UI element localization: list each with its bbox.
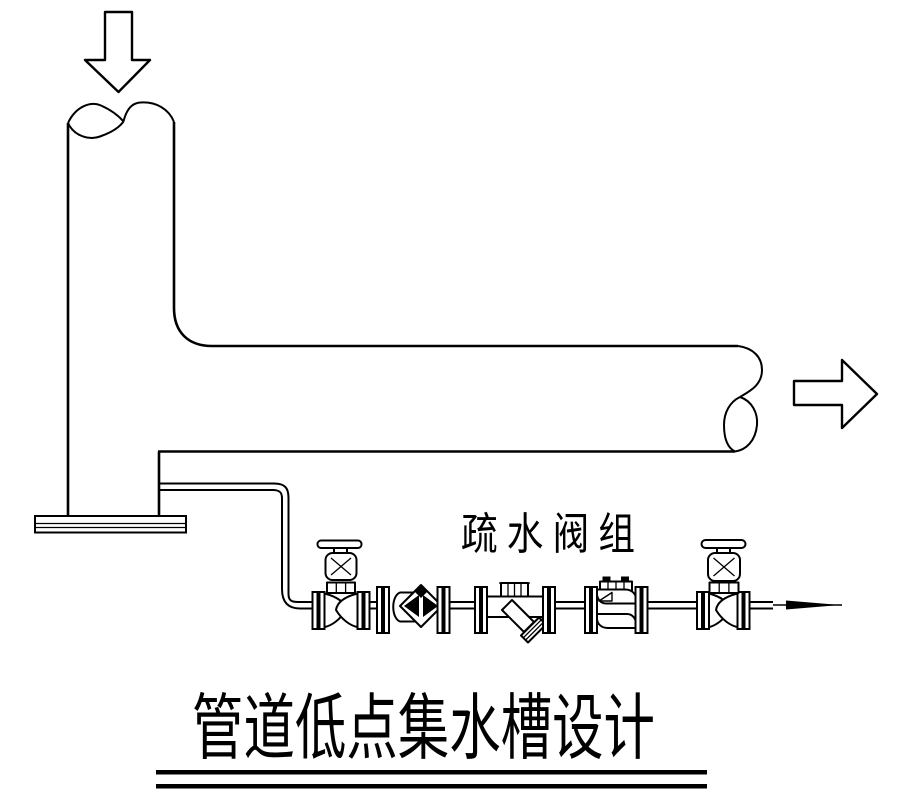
drain-pipe — [159, 482, 313, 610]
pipe-break-top-icon — [67, 101, 175, 139]
drain-valve-group — [311, 539, 842, 644]
pipe-break-right-icon — [723, 345, 763, 453]
pipe-spools — [369, 601, 773, 610]
check-valve-icon — [376, 584, 451, 634]
base-blind-flange — [34, 515, 187, 534]
main-pipe — [158, 344, 738, 453]
drain-outlet-arrow-icon — [773, 600, 842, 610]
drawing-title: 管道低点集水槽设计 — [192, 689, 655, 769]
globe-valve-1-icon — [311, 539, 371, 630]
outlet-flow-arrow-icon — [792, 358, 879, 430]
steam-trap-icon — [584, 576, 649, 634]
title-underline — [156, 770, 707, 789]
inlet-flow-arrow-icon — [83, 10, 152, 94]
y-strainer-icon — [474, 582, 556, 644]
valve-group-label: 疏 水 阀 组 — [461, 510, 635, 559]
riser-pipe — [66, 122, 213, 516]
globe-valve-2-icon — [696, 539, 751, 630]
